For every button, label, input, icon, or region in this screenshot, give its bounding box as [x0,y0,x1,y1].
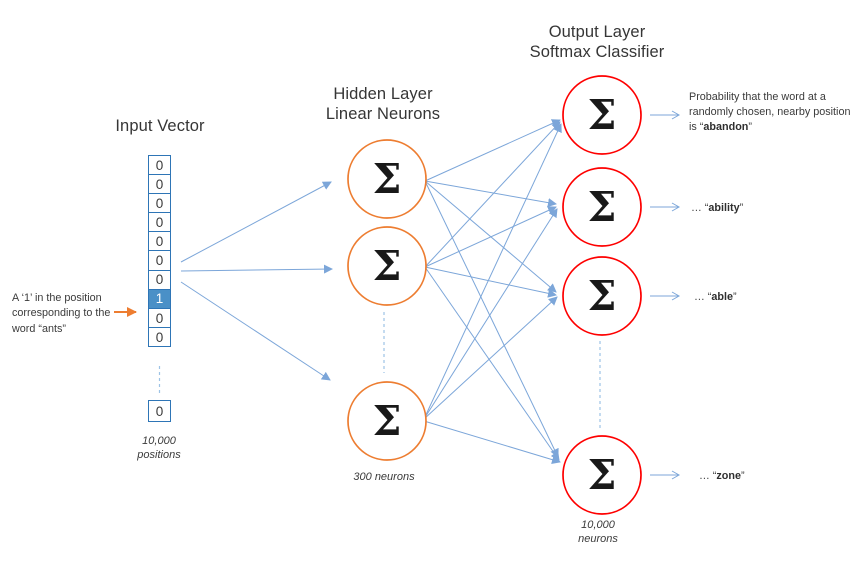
annotation-line: word “ants” [12,322,67,335]
hidden-to-output-connections [423,119,562,464]
input-vector-column: 0 0 0 0 0 0 0 1 0 0 [148,155,171,348]
label-text: … “ [691,202,709,214]
sigma-symbol: Σ [587,183,617,231]
input-cell: 0 [148,212,171,233]
output-neuron-circle [562,435,642,515]
label-text: ” [733,291,737,303]
output-neuron-circle [562,75,642,155]
annotation-line: corresponding to the [12,307,111,320]
input-count-value: 10,000 [142,435,176,447]
connection-line [423,208,558,420]
label-word: ability [708,202,740,214]
connection-line [423,123,562,420]
sigma-symbol: Σ [587,91,617,139]
input-cell: 0 [148,174,171,195]
hidden-layer-title-line1: Hidden Layer [333,85,433,103]
label-text: ” [739,202,744,214]
output-neuron-circle [562,256,642,336]
sigma-symbol: Σ [372,155,402,203]
connection-line [180,281,331,381]
input-cell: 0 [148,193,171,214]
hidden-neuron-circle [347,226,427,306]
input-cell: 0 [148,250,171,272]
input-cell: 0 [148,307,171,329]
hidden-layer-title-line2: Linear Neurons [325,105,441,124]
output-label-zone: … “zone” [699,469,858,484]
connection-line [424,206,557,268]
connection-line [423,296,558,420]
sigma-symbol: Σ [372,242,402,290]
one-hot-annotation: A ‘1’ in the position corresponding to t… [12,291,130,337]
connection-line [424,266,560,461]
label-text: ” [748,121,753,134]
label-text: ” [741,470,745,482]
input-count-unit: positions [137,449,181,462]
connection-line [423,420,561,464]
input-cell-highlighted: 1 [148,288,171,310]
output-layer-title-line1: Output Layer [548,23,646,41]
label-text: … “ [699,470,717,482]
sigma-symbol: Σ [587,451,617,499]
label-text: … “ [694,291,712,303]
output-count-caption: 10,000 neurons [548,518,648,547]
connection-line [180,181,332,263]
output-to-label-arrows [650,110,681,480]
input-cell: 0 [148,326,171,348]
output-layer-title: Output Layer Softmax Classifier [497,22,697,62]
connection-line [424,121,561,268]
annotation-line: A ‘1’ in the position [12,292,102,304]
input-cell: 0 [148,269,171,291]
output-count-value: 10,000 [581,519,615,531]
output-layer-title-line2: Softmax Classifier [529,43,665,62]
label-text: Probability that the word at a randomly … [689,91,851,134]
input-count-caption: 10,000 positions [109,434,209,463]
connection-line [424,119,561,182]
input-cell: 0 [148,155,171,176]
output-count-unit: neurons [578,533,618,546]
output-neuron-circle [562,167,642,247]
input-layer-title: Input Vector [115,117,205,135]
label-word: able [711,291,734,303]
hidden-neuron-circle [347,139,427,219]
connection-line [424,180,557,208]
output-label-ability: … “ability” [691,201,851,216]
sigma-symbol: Σ [587,272,617,320]
input-cell: 0 [148,231,171,252]
hidden-count-caption: 300 neurons [353,471,415,483]
connection-line [424,266,557,298]
label-word: abandon [703,121,749,134]
input-to-hidden-connections [180,181,333,381]
connection-line [180,264,333,274]
label-word: zone [716,470,741,482]
output-label-able: … “able” [694,290,854,305]
sigma-symbol: Σ [372,397,402,445]
output-label-abandon: Probability that the word at a randomly … [689,90,857,135]
hidden-neuron-circle [347,381,427,461]
connection-line [424,180,559,458]
hidden-layer-title: Hidden Layer Linear Neurons [283,84,483,124]
input-cell-overflow: 0 [148,400,171,422]
